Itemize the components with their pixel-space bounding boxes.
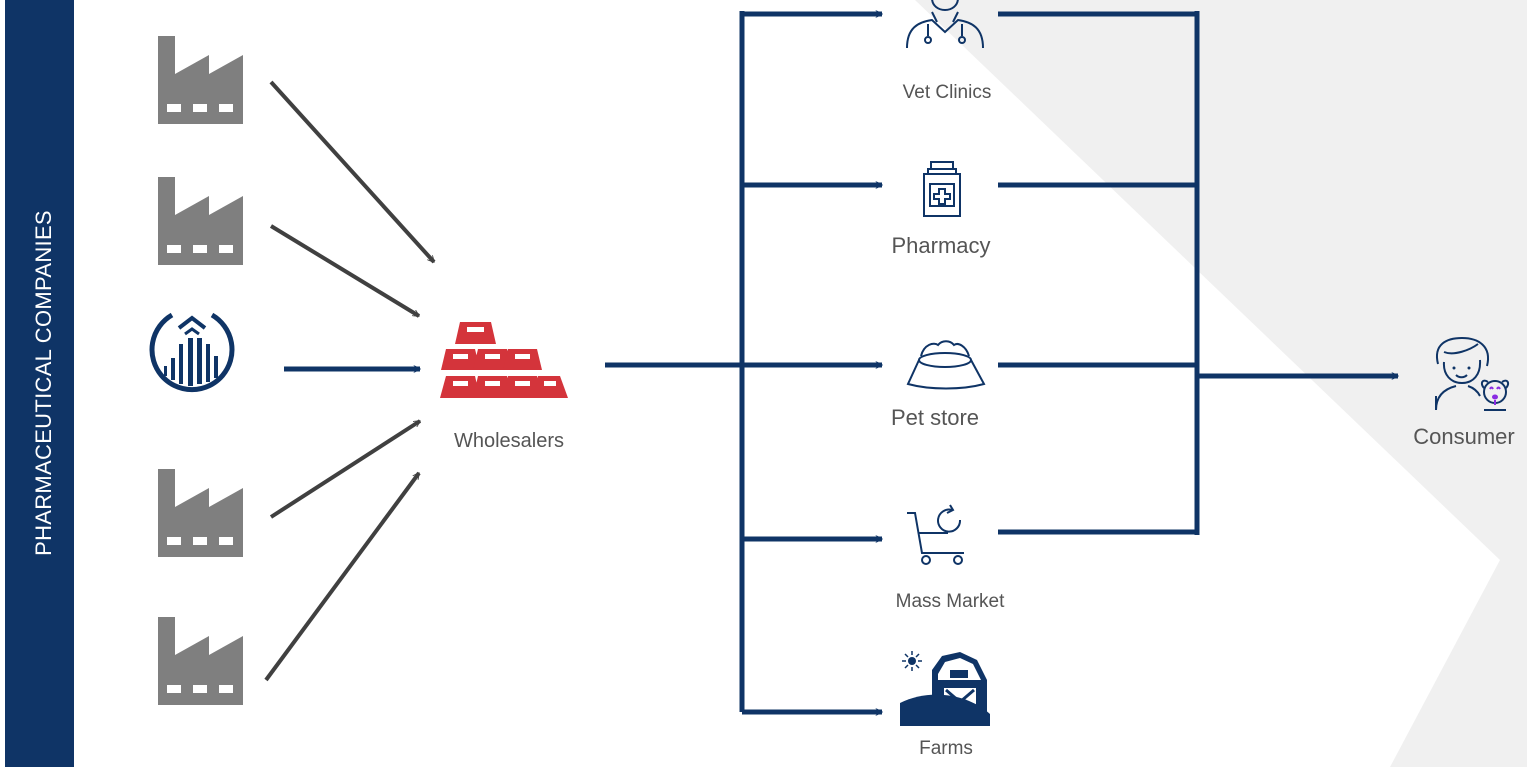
factory-icon (158, 36, 243, 124)
person-with-dog-icon (1435, 336, 1510, 411)
pharmacy-label: Pharmacy (891, 233, 991, 258)
wholesalers-label: Wholesalers (453, 430, 565, 452)
gold-bars-stack-icon (440, 322, 568, 398)
distribution-lines (605, 11, 1398, 712)
pet-store-label: Pet store (890, 405, 980, 430)
consumer-label: Consumer (1413, 424, 1515, 449)
pet-bowl-icon (906, 340, 986, 390)
factory-icon (158, 469, 243, 557)
factory-icon (158, 617, 243, 705)
sidebar: PHARMACEUTICAL COMPANIES (5, 0, 74, 767)
vet-clinics-label: Vet Clinics (902, 82, 992, 103)
pharma-company-logo (149, 312, 235, 393)
medicine-bottle-icon (923, 161, 961, 217)
shopping-cart-icon (907, 504, 964, 565)
barn-icon (900, 651, 990, 726)
farms-label: Farms (919, 738, 973, 759)
veterinarian-icon (906, 0, 984, 49)
supply-arrows (264, 80, 436, 682)
mass-market-label: Mass Market (895, 591, 1005, 612)
factory-icon (158, 177, 243, 265)
